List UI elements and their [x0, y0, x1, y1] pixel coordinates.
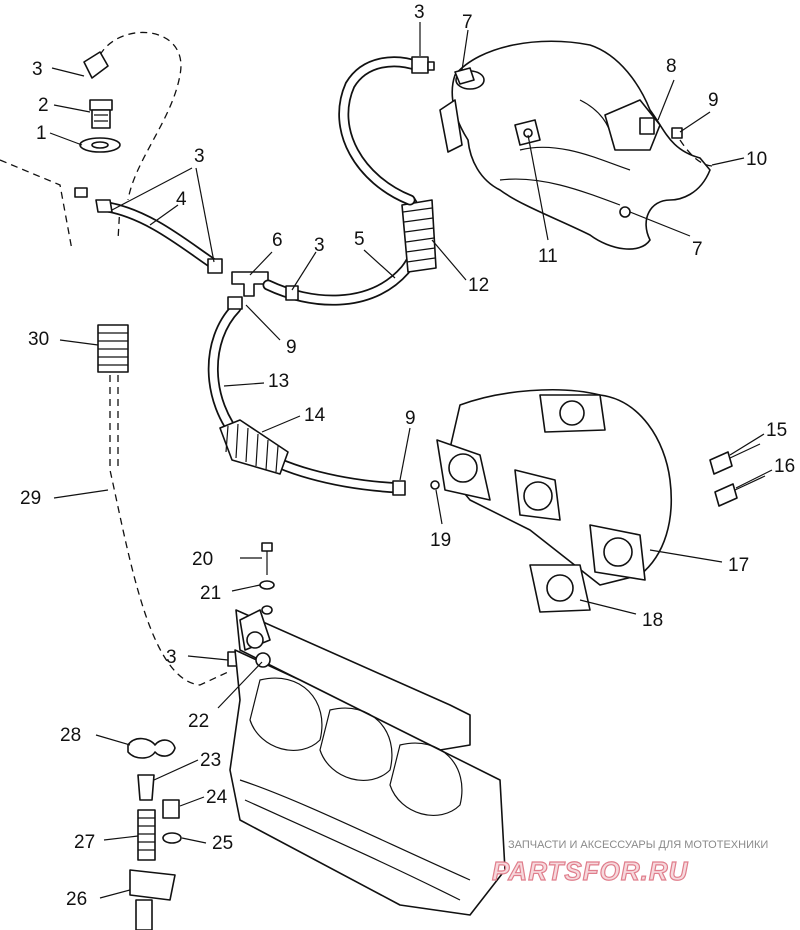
callout-16: 16: [774, 456, 795, 477]
callout-7: 7: [462, 12, 473, 33]
callout-5: 5: [354, 229, 365, 250]
callout-9: 9: [405, 408, 416, 429]
callout-17: 17: [728, 555, 749, 576]
callout-3: 3: [194, 146, 205, 167]
callout-13: 13: [268, 371, 289, 392]
callout-11: 11: [538, 246, 558, 267]
upper-hose-loop: [338, 56, 435, 206]
callout-3: 3: [314, 235, 325, 256]
callout-22: 22: [188, 711, 209, 732]
cylinder-head: [229, 609, 506, 916]
lower-left-parts: [127, 737, 182, 930]
callout-20: 20: [192, 549, 213, 570]
callout-21: 21: [200, 583, 221, 604]
callout-23: 23: [200, 750, 221, 771]
callout-6: 6: [272, 230, 283, 251]
callout-30: 30: [28, 329, 49, 350]
callout-24: 24: [206, 787, 228, 808]
callout-26: 26: [66, 889, 87, 910]
manifold-bolts: [709, 443, 766, 507]
callout-25: 25: [212, 833, 233, 854]
callout-4: 4: [176, 189, 187, 210]
muffler: [439, 40, 713, 250]
hose-4: [74, 187, 223, 274]
bolt-washer-20-21: [259, 542, 275, 615]
exhaust-manifold: [430, 389, 673, 613]
watermark: ЗАПЧАСТИ И АКСЕССУАРЫ ДЛЯ МОТОТЕХНИКИ PA…: [491, 839, 768, 887]
callout-18: 18: [642, 610, 663, 631]
watermark-tagline: ЗАПЧАСТИ И АКСЕССУАРЫ ДЛЯ МОТОТЕХНИКИ: [508, 839, 768, 851]
callout-15: 15: [766, 420, 787, 441]
callout-29: 29: [20, 488, 41, 509]
hose-fitting-assembly: [0, 31, 182, 251]
sleeve-30: [97, 324, 129, 373]
callout-12: 12: [468, 275, 489, 296]
callout-9: 9: [286, 337, 297, 358]
sleeve-12: [401, 199, 437, 273]
callout-28: 28: [60, 725, 81, 746]
callout-3: 3: [166, 647, 177, 668]
callout-7: 7: [692, 239, 703, 260]
callout-14: 14: [304, 405, 326, 426]
hose-13: [207, 296, 406, 496]
callout-1: 1: [36, 123, 47, 144]
callout-labels: 3 2 1 3 4 6 3 5 3 7 8 9 10 11 7 12 30 9 …: [20, 2, 795, 910]
callout-2: 2: [38, 95, 49, 116]
callout-9: 9: [708, 90, 719, 111]
callout-10: 10: [746, 149, 767, 170]
callout-8: 8: [666, 56, 677, 77]
watermark-logo: PARTSFOR.RU: [492, 856, 689, 886]
hose-29: [109, 375, 241, 686]
callout-3: 3: [32, 59, 43, 80]
t-fitting-and-hose-5: [231, 194, 425, 306]
callout-27: 27: [74, 832, 95, 853]
callout-19: 19: [430, 530, 451, 551]
leader-lines: [49, 22, 773, 899]
callout-3: 3: [414, 2, 425, 23]
